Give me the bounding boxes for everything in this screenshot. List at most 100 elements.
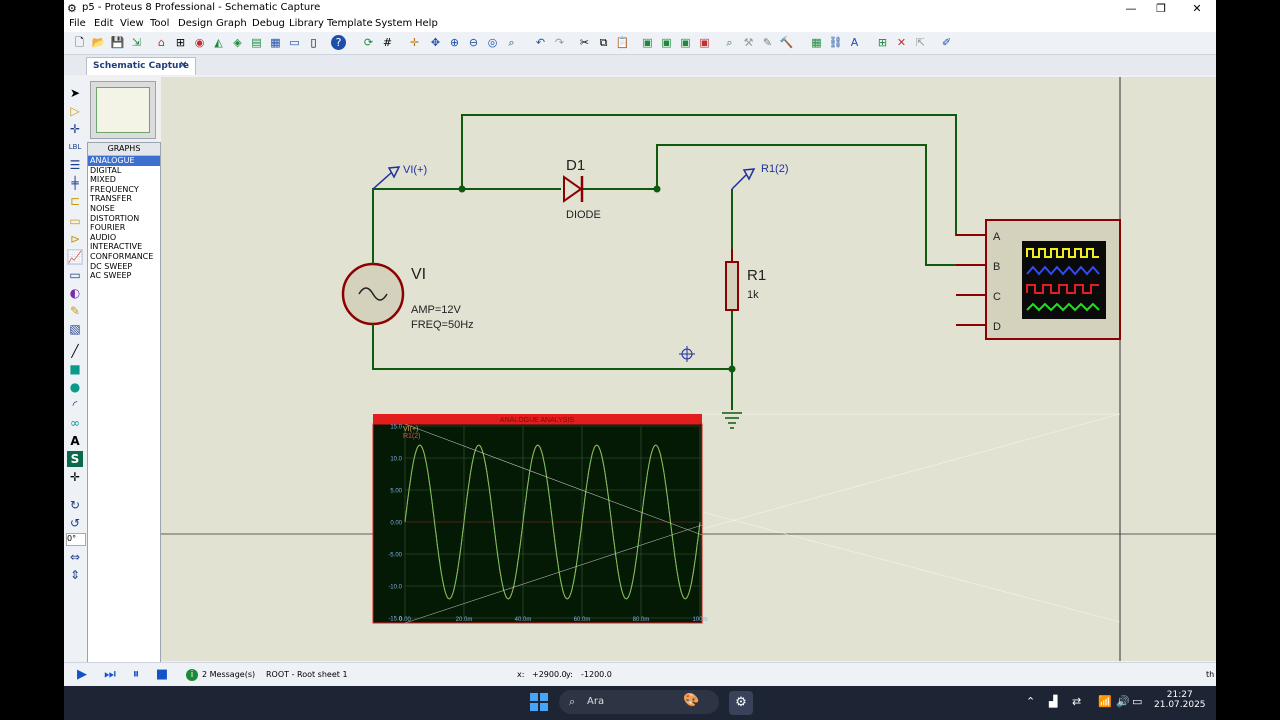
voltage-probe-icon[interactable]: ✎: [69, 304, 81, 318]
start-windows-icon[interactable]: [530, 693, 548, 711]
cut-icon[interactable]: ✂: [579, 36, 590, 49]
symbol-icon[interactable]: S: [67, 451, 83, 467]
wifi-icon[interactable]: 📶: [1098, 695, 1112, 708]
source-code-icon[interactable]: ▭: [289, 36, 300, 49]
path-icon[interactable]: ∞: [70, 416, 80, 430]
search-tag-icon[interactable]: ⛓: [828, 36, 843, 49]
graph-mode-icon[interactable]: 📈: [67, 249, 83, 265]
graph-item-distortion[interactable]: DISTORTION: [90, 213, 140, 223]
block-copy-icon[interactable]: ▣: [642, 36, 653, 49]
graph-item-ac-sweep[interactable]: AC SWEEP: [90, 271, 132, 281]
graph-item-transfer[interactable]: TRANSFER: [90, 194, 132, 204]
redo-icon[interactable]: ↷: [554, 36, 565, 49]
menu-tool[interactable]: Tool: [150, 18, 170, 29]
wire-autorouter-icon[interactable]: ▦: [811, 36, 822, 49]
gerber-icon[interactable]: ◭: [214, 36, 223, 49]
graph-item-mixed[interactable]: MIXED: [90, 175, 116, 185]
selection-mode-icon[interactable]: ➤: [69, 86, 81, 100]
text-script-icon[interactable]: ☰: [69, 158, 81, 172]
graph-item-fourier[interactable]: FOURIER: [90, 223, 126, 233]
pause-button[interactable]: ⏸: [132, 667, 140, 682]
oscilloscope[interactable]: [956, 219, 1121, 340]
step-button[interactable]: ⏭: [104, 667, 116, 682]
menu-view[interactable]: View: [120, 18, 144, 29]
help-icon[interactable]: ?: [331, 35, 346, 50]
property-assign-icon[interactable]: A: [850, 36, 859, 49]
ground-symbol[interactable]: [722, 412, 742, 429]
menu-edit[interactable]: Edit: [94, 18, 114, 29]
graph-item-analogue[interactable]: ANALOGUE: [88, 156, 160, 166]
virtual-instruments-icon[interactable]: ▧: [69, 322, 81, 336]
rotation-field[interactable]: 0°: [66, 533, 86, 546]
analogue-graph[interactable]: ANALOGUE ANALYSIS 15.010.05.000.00-5.00-…: [372, 414, 708, 624]
mirror-vertical-icon[interactable]: ⇕: [69, 568, 81, 582]
block-move-icon[interactable]: ▣: [661, 36, 672, 49]
open-folder-icon[interactable]: 📂: [91, 36, 106, 49]
mirror-horizontal-icon[interactable]: ⇔: [69, 550, 81, 564]
new-file-icon[interactable]: 🗋: [75, 36, 84, 49]
block-delete-icon[interactable]: ▣: [699, 36, 710, 49]
undo-icon[interactable]: ↶: [535, 36, 546, 49]
circle-icon[interactable]: ●: [69, 380, 81, 394]
box-icon[interactable]: ■: [69, 362, 81, 376]
zoom-out-icon[interactable]: ⊖: [468, 36, 479, 49]
import-icon[interactable]: ⇲: [131, 36, 142, 49]
origin-icon[interactable]: ✛: [409, 36, 420, 49]
voltage-probe-vi[interactable]: [372, 166, 401, 190]
menu-file[interactable]: File: [69, 18, 86, 29]
pick-device-icon[interactable]: ⌕: [726, 36, 733, 49]
voltage-probe-r1[interactable]: [731, 168, 756, 190]
marker-icon[interactable]: ✛: [69, 470, 81, 484]
graph-item-frequency[interactable]: FREQUENCY: [90, 184, 139, 194]
grid-icon[interactable]: #: [382, 36, 393, 49]
new-sheet-icon[interactable]: ⊞: [877, 36, 888, 49]
info-icon[interactable]: i: [186, 669, 198, 681]
paste-icon[interactable]: 📋: [615, 36, 630, 49]
zoom-all-icon[interactable]: ◎: [487, 36, 498, 49]
resistor-r1[interactable]: [725, 249, 739, 311]
graph-item-interactive[interactable]: INTERACTIVE: [90, 242, 143, 252]
netlist-icon[interactable]: ✐: [941, 36, 952, 49]
zoom-area-icon[interactable]: ⌕: [508, 36, 515, 49]
subcircuit-icon[interactable]: ⊏: [69, 194, 81, 208]
menu-template[interactable]: Template: [327, 18, 373, 29]
line-icon[interactable]: ╱: [71, 344, 79, 358]
play-button[interactable]: ▶: [77, 667, 87, 682]
exit-to-parent-icon[interactable]: ⇱: [915, 36, 926, 49]
graph-item-digital[interactable]: DIGITAL: [90, 165, 122, 175]
generator-icon[interactable]: ◐: [69, 286, 81, 300]
schematic-icon[interactable]: ⊞: [175, 36, 186, 49]
terminals-icon[interactable]: ▭: [69, 214, 81, 228]
messages-count[interactable]: 2 Message(s): [202, 670, 256, 679]
bus-icon[interactable]: ╪: [71, 176, 79, 190]
taskbar-clock[interactable]: 21:27 21.07.2025: [1154, 690, 1206, 710]
home-icon[interactable]: ⌂: [158, 36, 165, 49]
design-explorer-icon[interactable]: ▦: [270, 36, 281, 49]
tab-schematic-capture[interactable]: Schematic Capture ✕: [86, 57, 196, 75]
notes-icon[interactable]: ▯: [310, 36, 317, 49]
graph-item-audio[interactable]: AUDIO: [90, 232, 117, 242]
tray-overflow-icon[interactable]: ⌃: [1026, 695, 1036, 708]
stop-button[interactable]: ■: [155, 667, 169, 682]
menu-library[interactable]: Library: [289, 18, 324, 29]
volume-icon[interactable]: 🔊: [1116, 695, 1130, 708]
diode-d1[interactable]: [563, 175, 584, 203]
arc-icon[interactable]: ◜: [72, 398, 78, 412]
menu-system[interactable]: System: [375, 18, 413, 29]
tray-sync-icon[interactable]: ⇄: [1072, 695, 1082, 708]
save-icon[interactable]: 💾: [110, 36, 125, 49]
tray-app-icon[interactable]: ▟: [1049, 695, 1058, 708]
refresh-icon[interactable]: ⟳: [363, 36, 374, 49]
junction-dot-icon[interactable]: ✛: [69, 122, 81, 136]
tab-close-icon[interactable]: ✕: [179, 60, 188, 71]
taskbar-search[interactable]: ⌕ Ara 🎨: [559, 690, 719, 714]
bom-icon[interactable]: ▤: [251, 36, 262, 49]
packaging-icon[interactable]: ✎: [762, 36, 773, 49]
menu-design[interactable]: Design: [178, 18, 213, 29]
graph-item-conformance[interactable]: CONFORMANCE: [90, 251, 154, 261]
graph-item-noise[interactable]: NOISE: [90, 203, 115, 213]
graph-item-dc-sweep[interactable]: DC SWEEP: [90, 261, 133, 271]
tape-recorder-icon[interactable]: ▭: [69, 268, 81, 282]
component-mode-icon[interactable]: ▷: [70, 104, 80, 118]
menu-help[interactable]: Help: [415, 18, 438, 29]
